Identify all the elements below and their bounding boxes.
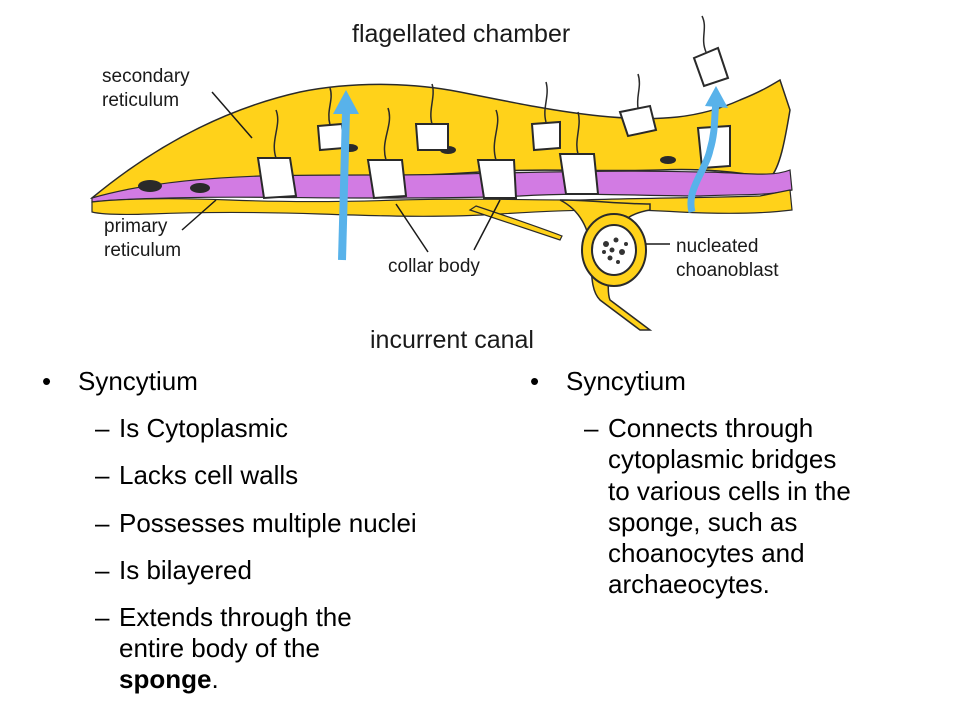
extends-end: . xyxy=(211,664,219,695)
collar-body-cup xyxy=(558,153,600,195)
dash-mark: – xyxy=(95,460,110,491)
flow-arrow-head xyxy=(333,90,359,114)
label-collar-body: collar body xyxy=(388,256,480,277)
right-bullet-column: • Syncytium – Connects through cytoplasm… xyxy=(530,366,915,616)
left-sub-item: – Is bilayered xyxy=(95,555,512,586)
flow-arrow xyxy=(338,111,350,261)
dash-mark: – xyxy=(95,554,110,585)
label-nucleated-choanoblast-line1: nucleated xyxy=(676,236,758,257)
right-line: sponge, such as xyxy=(608,506,798,537)
water-flow-arrows xyxy=(333,86,728,261)
left-bullet-text: Syncytium xyxy=(78,366,198,396)
right-line: to various cells in the xyxy=(608,475,851,506)
left-sub-item: – Is Cytoplasmic xyxy=(95,413,512,444)
flow-arrow xyxy=(687,103,720,213)
left-sub-item-text: Extends through the entire body of the s… xyxy=(119,602,352,696)
collar-body-cup xyxy=(256,157,298,200)
flow-arrow-head xyxy=(705,86,728,108)
left-sub-item: – Possesses multiple nuclei xyxy=(95,508,512,539)
right-line: cytoplasmic bridges xyxy=(608,444,837,475)
flagella xyxy=(273,15,718,161)
dash-mark: – xyxy=(95,413,110,444)
collar-body-cup xyxy=(618,104,658,138)
label-secondary-reticulum-line2: reticulum xyxy=(102,90,179,111)
bullet-mark: • xyxy=(530,366,540,396)
right-sub-item: – Connects through cytoplasmic bridges t… xyxy=(584,413,915,600)
dash-mark: – xyxy=(95,601,110,632)
collar-body-cup xyxy=(476,159,518,199)
left-sub-item-text: Possesses multiple nuclei xyxy=(119,507,417,538)
extends-line1: Extends through the xyxy=(119,601,352,632)
collar-body-cup xyxy=(692,46,730,88)
right-line: archaeocytes. xyxy=(608,569,770,600)
left-bullet: • Syncytium xyxy=(42,366,512,397)
right-bullet: • Syncytium xyxy=(530,366,915,397)
label-leader-lines xyxy=(181,91,670,253)
collar-body-cup xyxy=(414,123,449,151)
bullet-mark: • xyxy=(42,366,52,396)
dash-mark: – xyxy=(95,507,110,538)
extends-bold-word: sponge xyxy=(119,664,212,695)
right-sub-item-text: Connects through cytoplasmic bridges to … xyxy=(608,413,851,600)
extends-line2: entire body of the xyxy=(119,633,320,664)
sponge-syncytium-diagram: flagellated chamber secondary reticulum … xyxy=(89,15,793,354)
left-sub-item-text: Is bilayered xyxy=(119,554,252,585)
label-nucleated-choanoblast-line2: choanoblast xyxy=(676,260,779,281)
right-line: choanocytes and xyxy=(608,537,805,568)
label-flagellated-chamber: flagellated chamber xyxy=(352,20,570,48)
collar-bodies xyxy=(256,46,731,200)
label-primary-reticulum-line1: primary xyxy=(104,216,168,237)
left-sub-item-text: Lacks cell walls xyxy=(119,460,299,491)
collar-body-cup xyxy=(316,122,346,152)
label-primary-reticulum-line2: reticulum xyxy=(104,240,181,261)
label-secondary-reticulum-line1: secondary xyxy=(102,66,190,87)
left-sub-item: – Extends through the entire body of the… xyxy=(95,602,512,696)
left-sub-item-text: Is Cytoplasmic xyxy=(119,413,289,444)
left-bullet-column: • Syncytium – Is Cytoplasmic – Lacks cel… xyxy=(42,366,512,712)
collar-body-cup xyxy=(530,120,561,152)
collar-body-cup xyxy=(366,159,408,200)
left-sub-item: – Lacks cell walls xyxy=(95,460,512,491)
right-line: Connects through xyxy=(608,413,814,444)
nucleus-chromatin xyxy=(602,237,628,264)
right-bullet-text: Syncytium xyxy=(566,366,686,396)
label-incurrent-canal: incurrent canal xyxy=(370,326,534,354)
dash-mark: – xyxy=(584,413,599,444)
